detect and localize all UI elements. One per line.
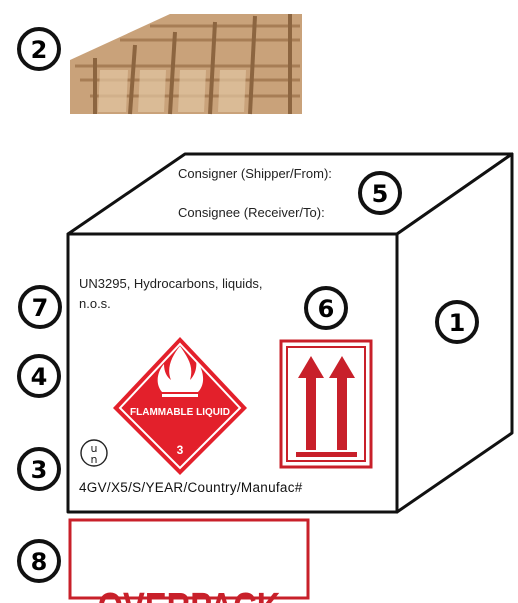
overpack-text: OVERPACK [98, 583, 281, 603]
consignee-label: Consignee (Receiver/To): [178, 205, 325, 220]
hazard-class-number: 3 [177, 443, 184, 457]
badge-6-number: 6 [318, 295, 335, 323]
badge-2-number: 2 [31, 36, 48, 64]
un-specification-mark: 4GV/X5/S/YEAR/Country/Manufac# [79, 480, 303, 495]
proper-shipping-name-line1: UN3295, Hydrocarbons, liquids, [79, 276, 263, 291]
overpack-label: OVERPACK [68, 518, 310, 603]
badge-8: 8 [17, 539, 61, 583]
un-packaging-symbol: u n [80, 439, 108, 467]
badge-1: 1 [435, 300, 479, 344]
flame-icon [157, 346, 204, 397]
badge-5-number: 5 [372, 180, 389, 208]
up-arrow-icon [298, 356, 355, 450]
badge-7-number: 7 [32, 294, 49, 322]
consigner-label: Consigner (Shipper/From): [178, 166, 332, 181]
badge-2: 2 [17, 27, 61, 71]
hazard-label-text: FLAMMABLE LIQUID [130, 407, 230, 418]
badge-7: 7 [18, 285, 62, 329]
badge-3: 3 [17, 447, 61, 491]
proper-shipping-name-line2: n.o.s. [79, 296, 111, 311]
badge-3-number: 3 [31, 456, 48, 484]
badge-4: 4 [17, 354, 61, 398]
badge-5: 5 [358, 171, 402, 215]
un-symbol-u: u [91, 442, 98, 455]
orientation-arrows-label [279, 339, 373, 469]
cardboard-dividers-image [70, 10, 302, 115]
badge-4-number: 4 [31, 363, 48, 391]
flammable-liquid-label: FLAMMABLE LIQUID 3 [113, 337, 247, 475]
badge-1-number: 1 [449, 309, 466, 337]
badge-8-number: 8 [31, 548, 48, 576]
un-symbol-n: n [91, 453, 98, 466]
badge-6: 6 [304, 286, 348, 330]
